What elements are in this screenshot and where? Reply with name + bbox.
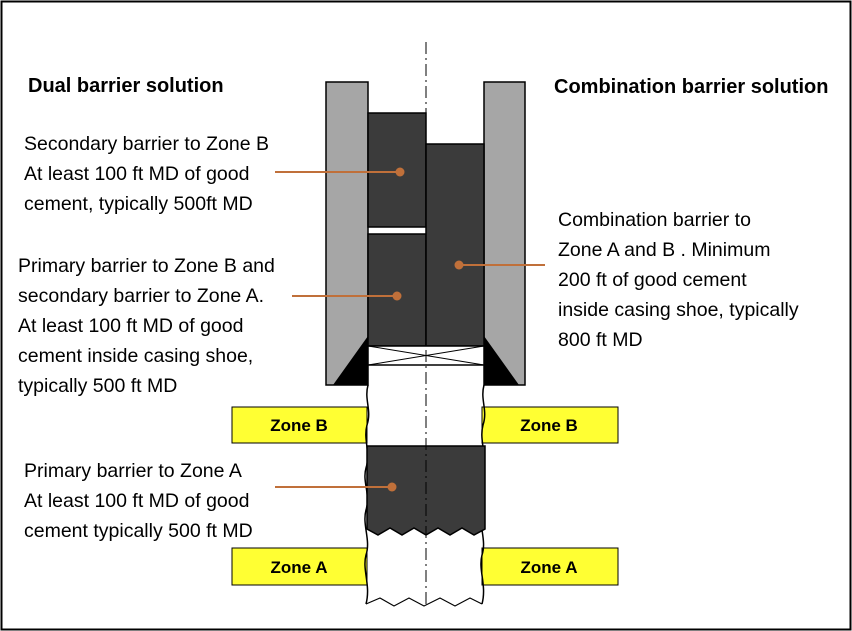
annotation-line: 200 ft of good cement bbox=[558, 269, 747, 291]
annotation-line: cement, typically 500ft MD bbox=[24, 193, 253, 215]
cement-primary-zone-b bbox=[367, 233, 427, 347]
leader-dot-primary-zone-a bbox=[387, 482, 397, 492]
annotation-line: At least 100 ft MD of good bbox=[24, 490, 249, 512]
casing-left-wall bbox=[325, 81, 369, 386]
casing-shoe-right bbox=[484, 336, 519, 385]
zone-a-left-band bbox=[231, 547, 368, 586]
title-combination-barrier: Combination barrier solution bbox=[554, 76, 828, 98]
cement-plugs bbox=[367, 112, 485, 366]
annotation-secondary-zone-b: Secondary barrier to Zone B At least 100… bbox=[24, 133, 274, 215]
zone-b-right-label: Zone B bbox=[520, 416, 578, 435]
zone-b-left-label: Zone B bbox=[270, 416, 328, 435]
annotation-line: secondary barrier to Zone A. bbox=[18, 285, 264, 307]
zone-a-left-label: Zone A bbox=[271, 558, 328, 577]
annotation-combination: Combination barrier to Zone A and B . Mi… bbox=[558, 209, 804, 351]
leader-dot-secondary-zone-b bbox=[395, 167, 405, 177]
annotation-line: 800 ft MD bbox=[558, 329, 643, 351]
zone-b-right-band bbox=[481, 406, 619, 444]
annotation-line: Primary barrier to Zone B and bbox=[18, 255, 275, 277]
casing-shoe-left bbox=[333, 336, 368, 385]
casing bbox=[325, 81, 526, 386]
zone-a-right-band bbox=[481, 547, 619, 586]
annotation-line: inside casing shoe, typically bbox=[558, 299, 799, 321]
annotation-line: typically 500 ft MD bbox=[18, 375, 177, 397]
cement-combination bbox=[425, 143, 485, 347]
annotation-primary-zone-b: Primary barrier to Zone B and secondary … bbox=[18, 255, 280, 397]
annotation-line: cement inside casing shoe, bbox=[18, 345, 253, 367]
annotation-primary-zone-a: Primary barrier to Zone A At least 100 f… bbox=[24, 460, 255, 542]
zone-bands: Zone B Zone B Zone A Zone A bbox=[231, 406, 619, 586]
casing-right-wall bbox=[483, 81, 526, 386]
zone-b-left-band bbox=[231, 406, 368, 444]
annotation-line: At least 100 ft MD of good bbox=[24, 163, 249, 185]
zone-a-right-label: Zone A bbox=[521, 558, 578, 577]
annotation-line: Zone A and B . Minimum bbox=[558, 239, 770, 261]
title-dual-barrier: Dual barrier solution bbox=[28, 75, 224, 97]
annotation-line: cement typically 500 ft MD bbox=[24, 520, 253, 542]
annotation-line: At least 100 ft MD of good bbox=[18, 315, 243, 337]
leader-dot-primary-zone-b bbox=[392, 291, 402, 301]
annotation-line: Secondary barrier to Zone B bbox=[24, 133, 269, 155]
open-hole-bottom-edge bbox=[365, 597, 483, 607]
leader-dot-combination bbox=[454, 260, 464, 270]
annotation-line: Primary barrier to Zone A bbox=[24, 460, 242, 482]
annotation-line: Combination barrier to bbox=[558, 209, 751, 231]
